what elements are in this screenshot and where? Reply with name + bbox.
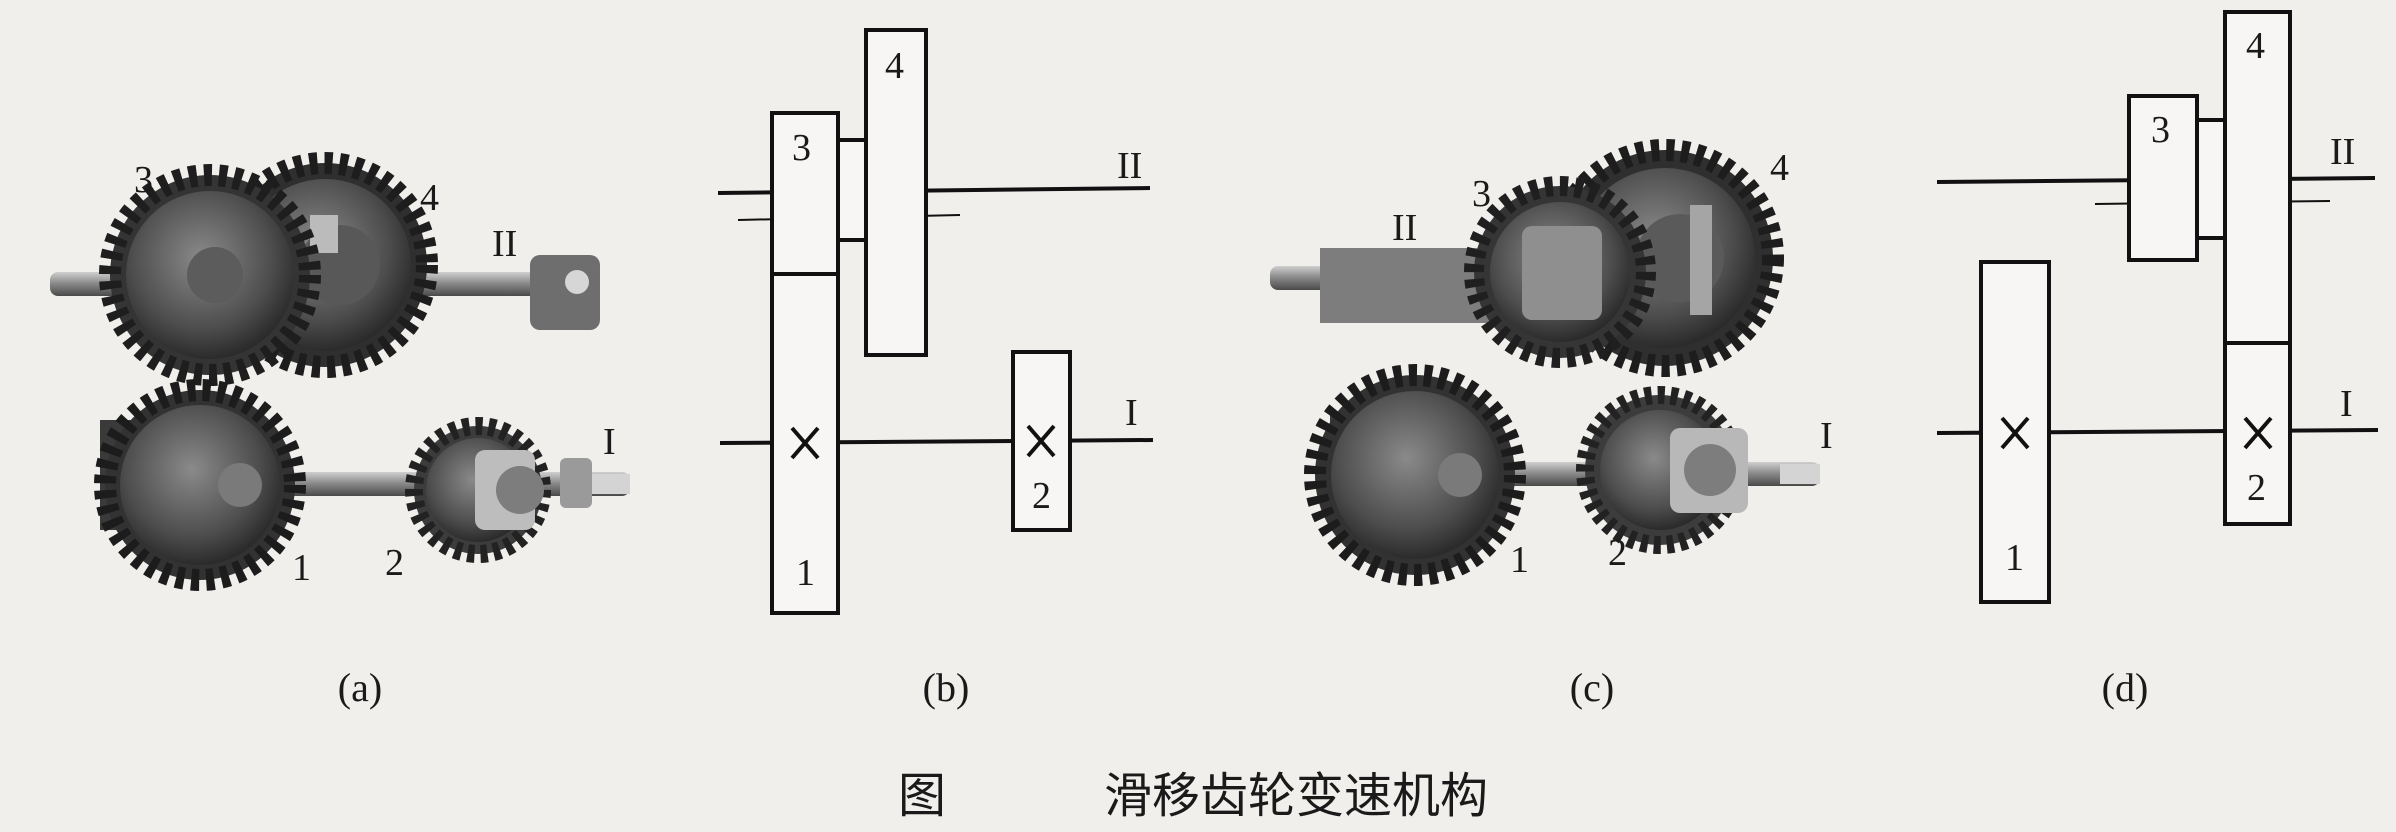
shaft-label-ii: II xyxy=(2330,131,2355,173)
shaft-label-ii: II xyxy=(1117,145,1142,187)
panel-b-schematic: 3 4 1 2 II I xyxy=(717,28,1154,615)
fixed-mark-2 xyxy=(1026,424,1056,458)
panel-b: 3 4 1 2 II I (b) xyxy=(700,0,1180,710)
gear-label-2: 2 xyxy=(1608,532,1627,574)
gear-label-1: 1 xyxy=(1510,539,1529,581)
gear-label-1: 1 xyxy=(2005,537,2024,579)
panel-c-sublabel: (c) xyxy=(1569,665,1615,710)
gear-label-4: 4 xyxy=(885,45,904,87)
gear-4-2-block xyxy=(2223,10,2292,526)
gear-3-3d xyxy=(99,164,321,386)
gear-1-3d xyxy=(94,379,306,591)
caption-title: 滑移齿轮变速机构 xyxy=(1104,768,1489,824)
shaft-ii-bearing xyxy=(530,255,600,330)
gear-2-3d xyxy=(405,417,551,563)
gear-1-3d xyxy=(1304,364,1526,586)
panel-d: 3 4 1 2 II I (d) xyxy=(1925,0,2396,710)
shaft-label-i: I xyxy=(1820,415,1833,457)
gear-label-3: 3 xyxy=(1472,173,1491,215)
panel-c-illustration: 3 4 1 2 II I xyxy=(1270,139,1833,586)
figure-caption: 图 滑移齿轮变速机构 xyxy=(0,756,2396,824)
panel-c: 3 4 1 2 II I (c) xyxy=(1260,0,1880,710)
fixed-mark-1 xyxy=(790,426,820,460)
gear-label-2: 2 xyxy=(1032,475,1051,517)
fixed-mark-2 xyxy=(2243,416,2273,450)
panel-d-sublabel: (d) xyxy=(2101,665,2149,710)
panel-a-sublabel: (a) xyxy=(337,665,383,710)
gear-3-4-hub xyxy=(2195,118,2227,240)
panel-a: 3 4 1 2 II I (a) xyxy=(0,0,680,710)
panel-d-schematic: 3 4 1 2 II I xyxy=(1936,10,2379,604)
gear-label-4: 4 xyxy=(420,177,439,219)
shaft-label-i: I xyxy=(603,421,616,463)
fixed-mark-1 xyxy=(2000,416,2030,450)
shaft-label-ii: II xyxy=(1392,207,1417,249)
shaft-label-ii: II xyxy=(492,223,517,265)
gear-label-2: 2 xyxy=(2247,467,2266,509)
panel-a-illustration: 3 4 1 2 II I xyxy=(50,152,630,591)
gear-3-4-hub xyxy=(836,138,868,242)
gear-label-4: 4 xyxy=(1770,147,1789,189)
panel-b-sublabel: (b) xyxy=(922,665,970,710)
shaft-label-i: I xyxy=(1125,392,1138,434)
gear-label-2: 2 xyxy=(385,542,404,584)
gear-label-1: 1 xyxy=(292,547,311,589)
gear-2-3d xyxy=(1576,386,1748,554)
shaft-label-i: I xyxy=(2340,383,2353,425)
gear-3-1-block xyxy=(770,111,840,615)
caption-prefix: 图 xyxy=(898,768,947,824)
gear-3-block xyxy=(2127,94,2199,262)
gear-label-3: 3 xyxy=(2151,109,2170,151)
gear-label-3: 3 xyxy=(134,159,153,201)
gear-label-3: 3 xyxy=(792,127,811,169)
gear-3-3d xyxy=(1464,176,1656,368)
gear-4-block xyxy=(864,28,928,357)
gear-label-1: 1 xyxy=(796,552,815,594)
gear-label-4: 4 xyxy=(2246,25,2265,67)
